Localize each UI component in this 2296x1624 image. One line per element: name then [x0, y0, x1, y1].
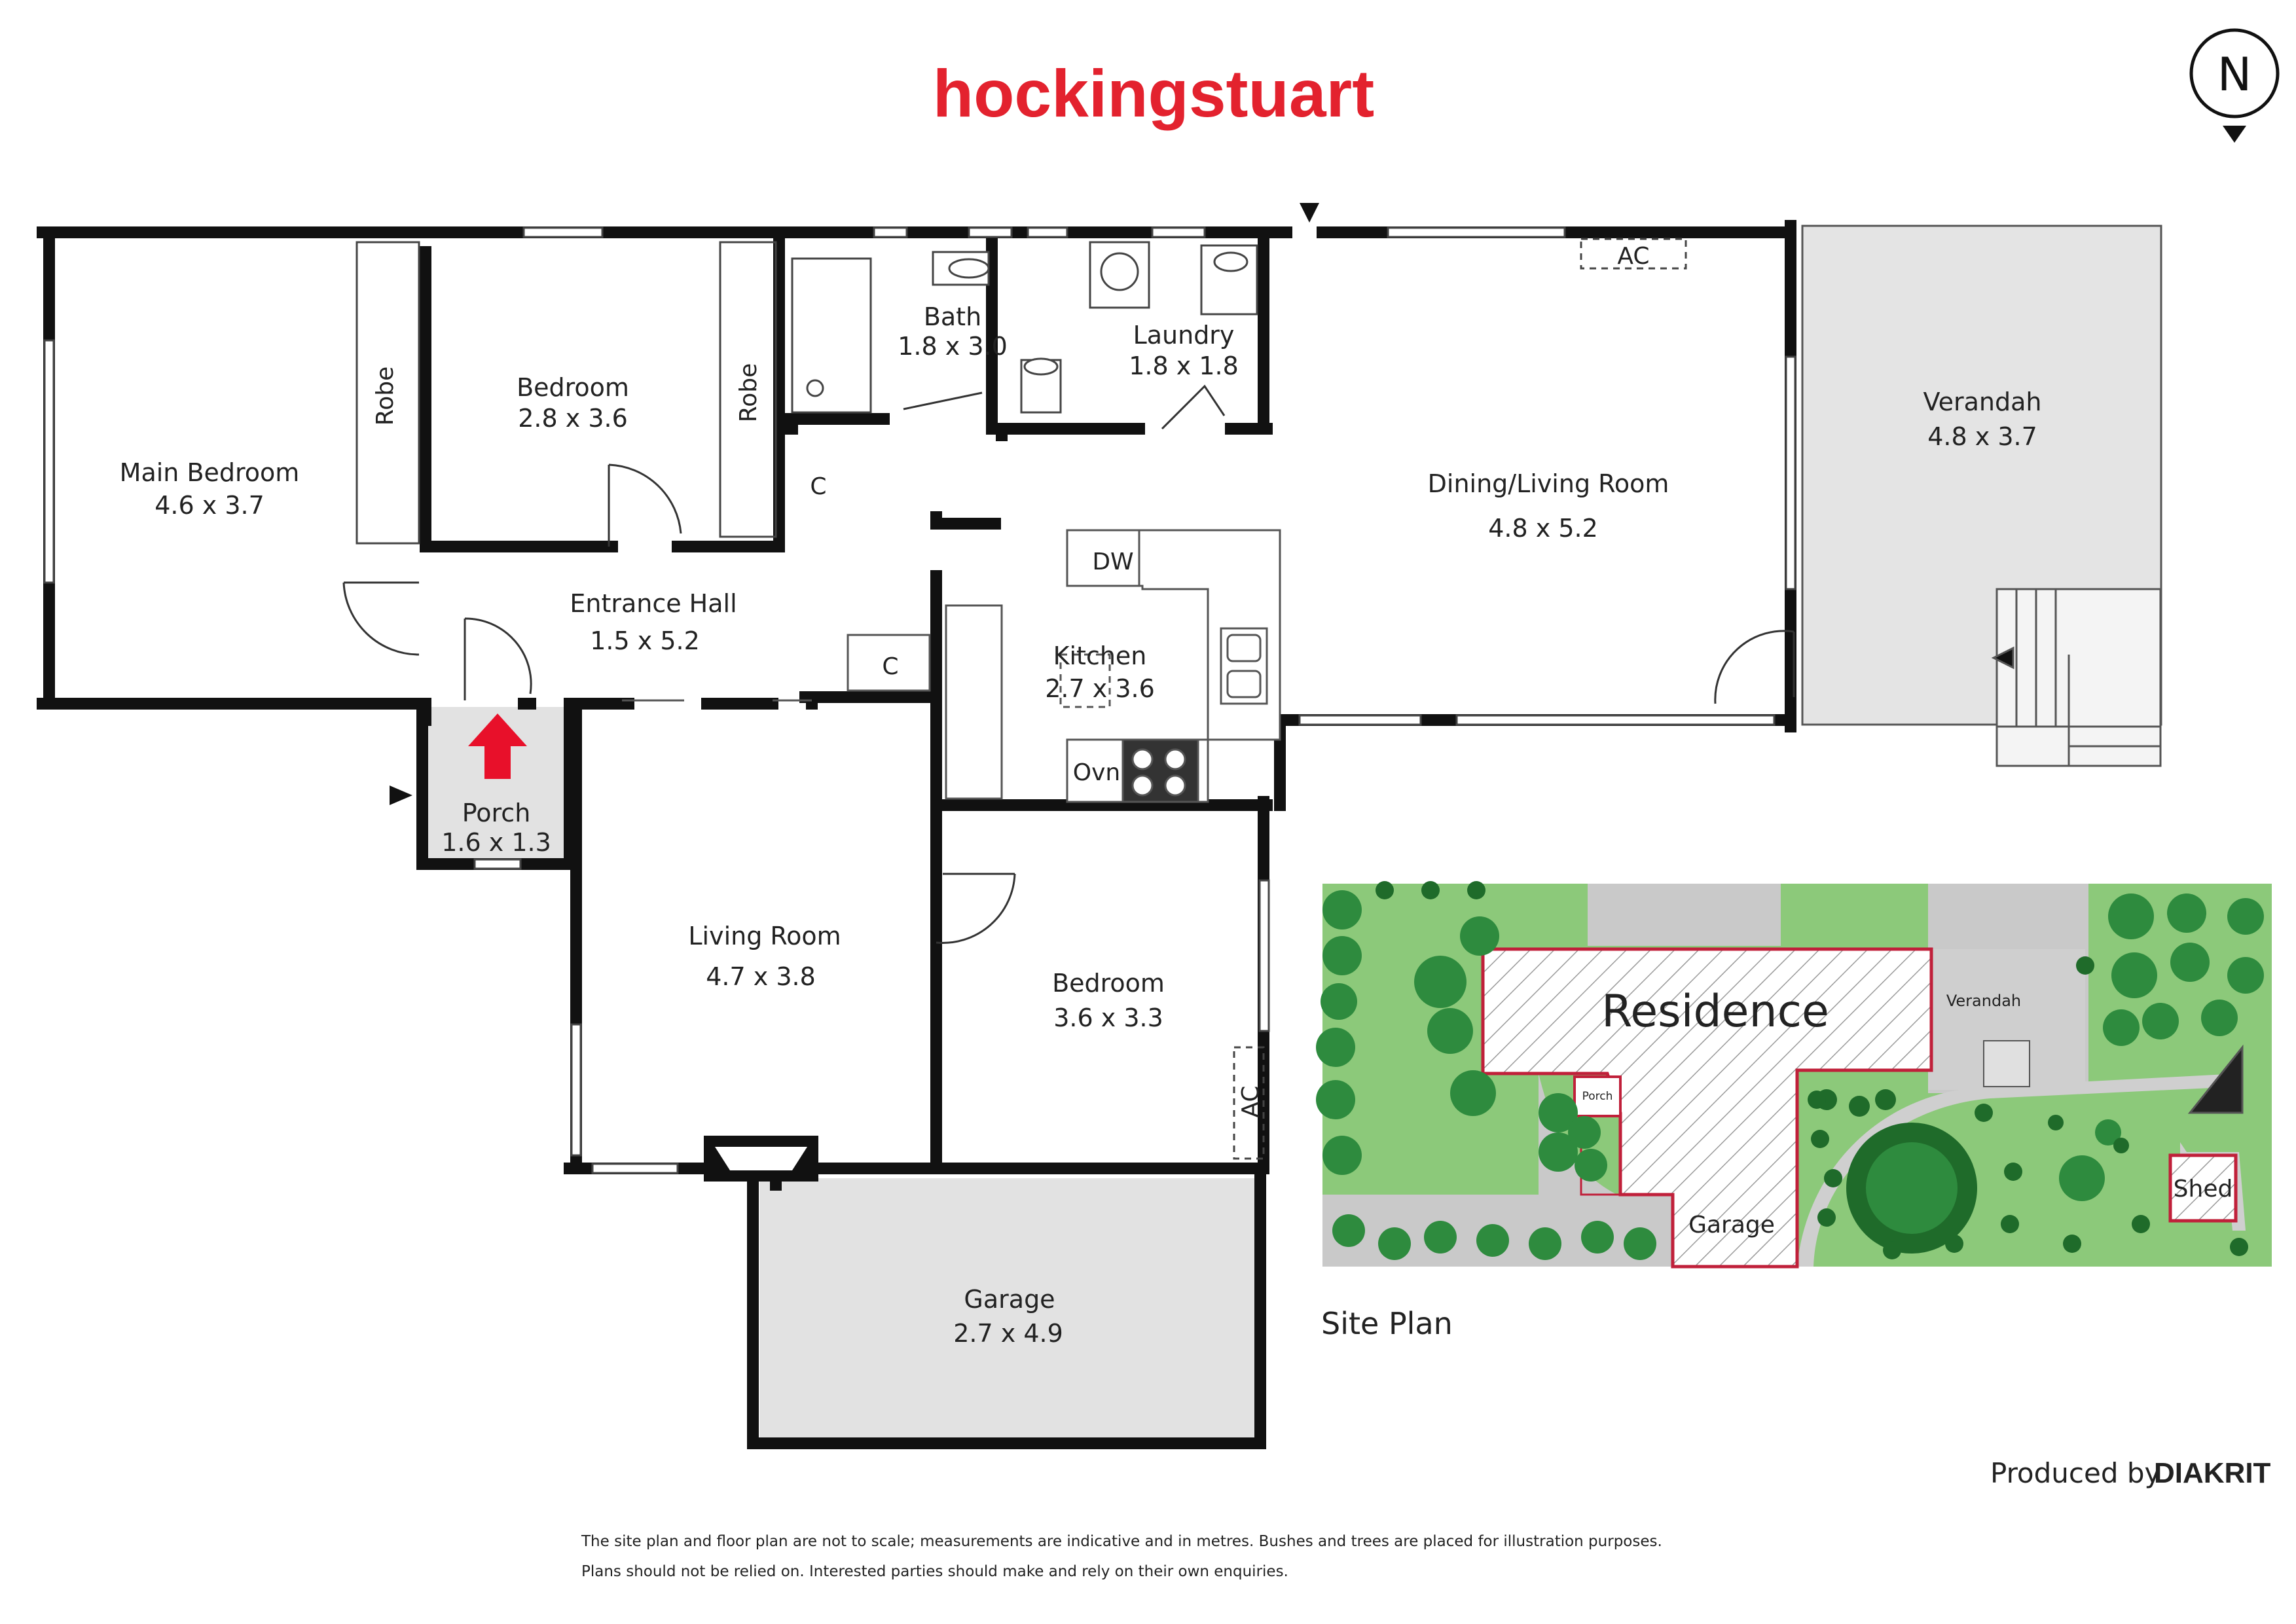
- main-bedroom-size: 4.6 x 3.7: [155, 491, 264, 520]
- entry-arrow-icon: [390, 203, 1319, 805]
- kitchen-name: Kitchen: [1053, 641, 1147, 670]
- bath-size: 1.8 x 3.0: [898, 332, 1008, 361]
- site-porch-label: Porch: [1582, 1090, 1613, 1103]
- bedroom-1-name: Bedroom: [517, 373, 629, 402]
- garage-name: Garage: [964, 1285, 1055, 1314]
- main-bedroom-name: Main Bedroom: [120, 458, 300, 487]
- entrance-hall-name: Entrance Hall: [570, 589, 737, 618]
- ac-2-label: AC: [1237, 1085, 1264, 1117]
- windows: [43, 226, 1796, 1174]
- verandah-steps: [1991, 588, 2162, 767]
- fireplace: [704, 1136, 818, 1182]
- credit-brand: DIAKRIT: [2154, 1457, 2271, 1489]
- site-residence-label: Residence: [1601, 986, 1829, 1038]
- site-plan-title: Site Plan: [1321, 1306, 1453, 1341]
- garage-size: 2.7 x 4.9: [953, 1319, 1063, 1348]
- bath-fixtures: [791, 241, 1258, 414]
- laundry-size: 1.8 x 1.8: [1129, 352, 1239, 380]
- ac-units: [1233, 238, 1687, 1160]
- produced-by-credit: Produced by DIAKRIT: [1990, 1457, 2271, 1489]
- north-compass-icon: N: [2189, 28, 2280, 143]
- credit-prefix: Produced by: [1990, 1457, 2160, 1489]
- verandah-size: 4.8 x 3.7: [1927, 422, 2037, 451]
- site-plan: Residence Verandah Porch Garage Shed Sit…: [1316, 881, 2272, 1341]
- bedroom-2-size: 3.6 x 3.3: [1053, 1003, 1163, 1032]
- disclaimer-line-2: Plans should not be relied on. Intereste…: [581, 1563, 1288, 1580]
- dining-living-size: 4.8 x 5.2: [1488, 514, 1598, 543]
- laundry-name: Laundry: [1133, 321, 1235, 350]
- robes: [355, 241, 777, 545]
- dishwasher-label: DW: [1092, 549, 1133, 575]
- brand-logo: hockingstuart: [933, 56, 1374, 131]
- closet-2-label: C: [882, 653, 898, 680]
- closet-1-label: C: [810, 473, 826, 500]
- bedroom-1-size: 2.8 x 3.6: [518, 404, 628, 433]
- site-verandah-label: Verandah: [1946, 992, 2021, 1010]
- garage-area: [759, 1178, 1257, 1440]
- site-shed-label: Shed: [2174, 1176, 2233, 1202]
- doors: [342, 384, 1795, 944]
- porch-name: Porch: [462, 799, 531, 827]
- bath-name: Bath: [924, 302, 981, 331]
- ac-1-label: AC: [1617, 243, 1649, 270]
- entrance-hall-size: 1.5 x 5.2: [590, 626, 700, 655]
- porch-size: 1.6 x 1.3: [441, 828, 551, 857]
- oven-label: Ovn: [1073, 759, 1120, 786]
- living-room-name: Living Room: [688, 922, 841, 950]
- living-room-size: 4.7 x 3.8: [706, 962, 816, 991]
- compass-letter: N: [2217, 48, 2251, 101]
- kitchen-size: 2.7 x 3.6: [1045, 674, 1155, 703]
- dining-living-name: Dining/Living Room: [1428, 469, 1669, 498]
- kitchen-joinery: [847, 529, 1281, 803]
- site-garage-label: Garage: [1688, 1212, 1775, 1238]
- disclaimer-line-1: The site plan and floor plan are not to …: [581, 1533, 1662, 1550]
- bedroom-2-name: Bedroom: [1052, 969, 1165, 998]
- verandah-name: Verandah: [1923, 388, 2042, 416]
- robe-2-label: Robe: [735, 363, 762, 422]
- robe-1-label: Robe: [372, 367, 399, 425]
